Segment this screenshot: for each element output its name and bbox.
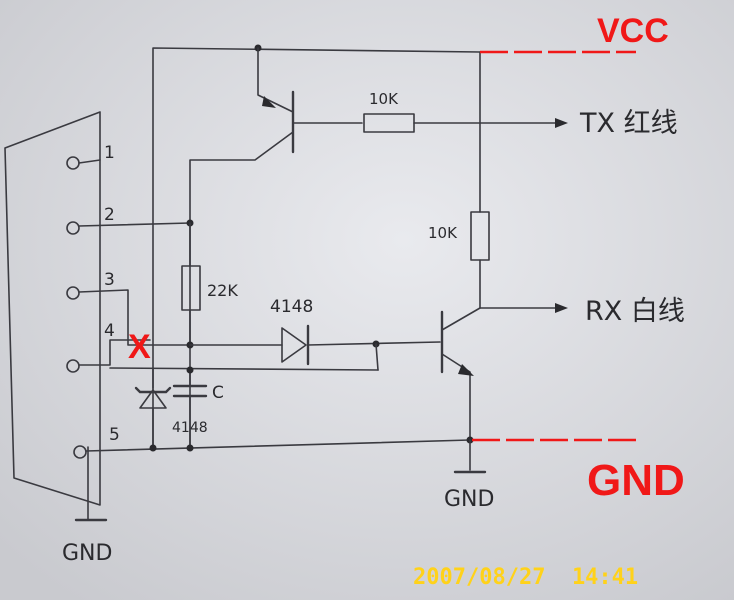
pin-1-label: 1 (104, 143, 115, 163)
pin-3-circle (66, 286, 80, 300)
rx-transistor (440, 303, 568, 441)
connector-ground: GND (62, 518, 112, 566)
vcc-annotation-label: VCC (597, 12, 669, 50)
capacitor-label: C (212, 383, 224, 403)
vcc-rail-wire (152, 47, 481, 449)
pin-2-circle (66, 221, 80, 235)
rx-wire-label: RX 白线 (585, 296, 685, 327)
pin-4-label: 4 (104, 321, 115, 341)
gnd-annotation: GND (472, 438, 685, 505)
ground-label: GND (444, 487, 494, 512)
pin-5-label: 5 (109, 425, 120, 445)
photo-timestamp: 2007/08/27 14:41 (413, 565, 638, 590)
diode-label: 4148 (270, 297, 313, 317)
capacitor: C (172, 366, 224, 452)
vcc-annotation: VCC (480, 12, 669, 54)
base-resistor-label: 22K (207, 281, 238, 300)
rx-ground: GND (444, 436, 494, 512)
cross-mark: X (128, 328, 151, 366)
pullup-resistor-label: 10K (428, 224, 458, 242)
pin-3-label: 3 (104, 270, 115, 290)
diode-4148: 4148 (189, 297, 441, 371)
gnd-annotation-label: GND (587, 456, 685, 505)
pin-5-circle (73, 445, 87, 459)
tx-resistor-label: 10K (369, 90, 399, 108)
pullup-resistor: 10K (428, 51, 490, 309)
pin-2-label: 2 (104, 205, 115, 225)
pin-4-circle (66, 359, 80, 373)
connector-ground-label: GND (62, 541, 112, 566)
tx-wire-label: TX 红线 (579, 108, 678, 139)
tx-resistor: 10K (363, 90, 568, 133)
db9-connector (4, 111, 101, 521)
